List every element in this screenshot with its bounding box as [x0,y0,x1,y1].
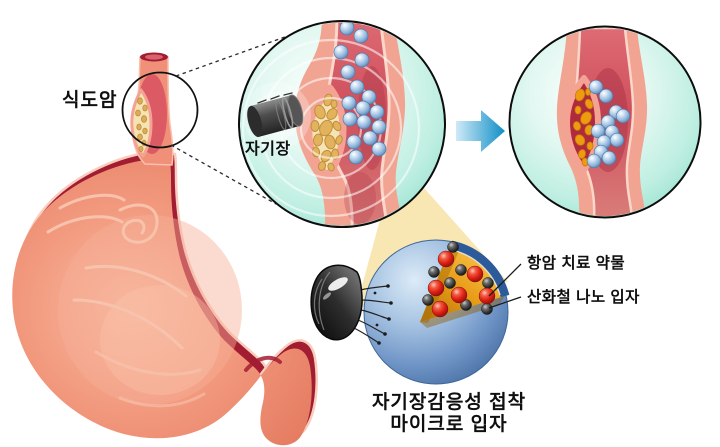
cutaway-face-bottom [420,296,505,328]
microparticle-sphere [363,239,522,385]
pyloric-fold [244,355,282,372]
anticancer-drug-label: 항암 치료 약물 [527,253,625,272]
callout-line-bottom [170,144,277,205]
right-arrow-icon [456,110,505,152]
stomach-body [12,160,312,446]
anticancer-drug-spheres [427,250,496,318]
callout-line-top [175,32,297,77]
esophagus-with-tumor [130,52,174,166]
tumor-granules-small [135,97,148,152]
magnet [247,94,304,137]
mussel-highlight [328,277,348,291]
caption-line2: 마이크로 입자 [390,413,507,435]
iron-oxide-label: 산화철 나노 입자 [527,287,640,306]
label-leader-lines [488,263,522,309]
iron-oxide-nanoparticles [422,241,494,315]
magnified-view-after [508,25,702,219]
byssus-threads [353,285,392,344]
lumen-shadow-below-tumor [344,172,376,224]
magnetic-field-label: 자기장 [245,140,291,158]
mussel-growth-lines [313,271,331,331]
stomach-inner-highlight-2 [100,285,220,395]
caption-line1: 자기장감응성 접착 [372,391,526,413]
callout-dashed-lines [170,32,297,205]
leader-line-nanoparticle [488,296,522,309]
thread-attachment-dots [373,284,393,345]
magnified-view-before: 자기장 [238,20,446,228]
stomach-rugae-folds [46,193,206,408]
microparticles-attached [586,79,631,169]
mussel [310,264,393,345]
mussel-shell [310,264,363,341]
microparticles-flowing [333,22,387,165]
tumor-chunks-after [573,88,594,167]
esophageal-cancer-label: 식도암 [62,89,117,111]
magnet-motion-dashes [257,92,293,104]
stomach-illustration [12,52,318,446]
leader-line-drug [488,263,522,297]
cancer-annotation-circle [121,71,199,149]
cutaway-shell-rim [449,240,510,298]
